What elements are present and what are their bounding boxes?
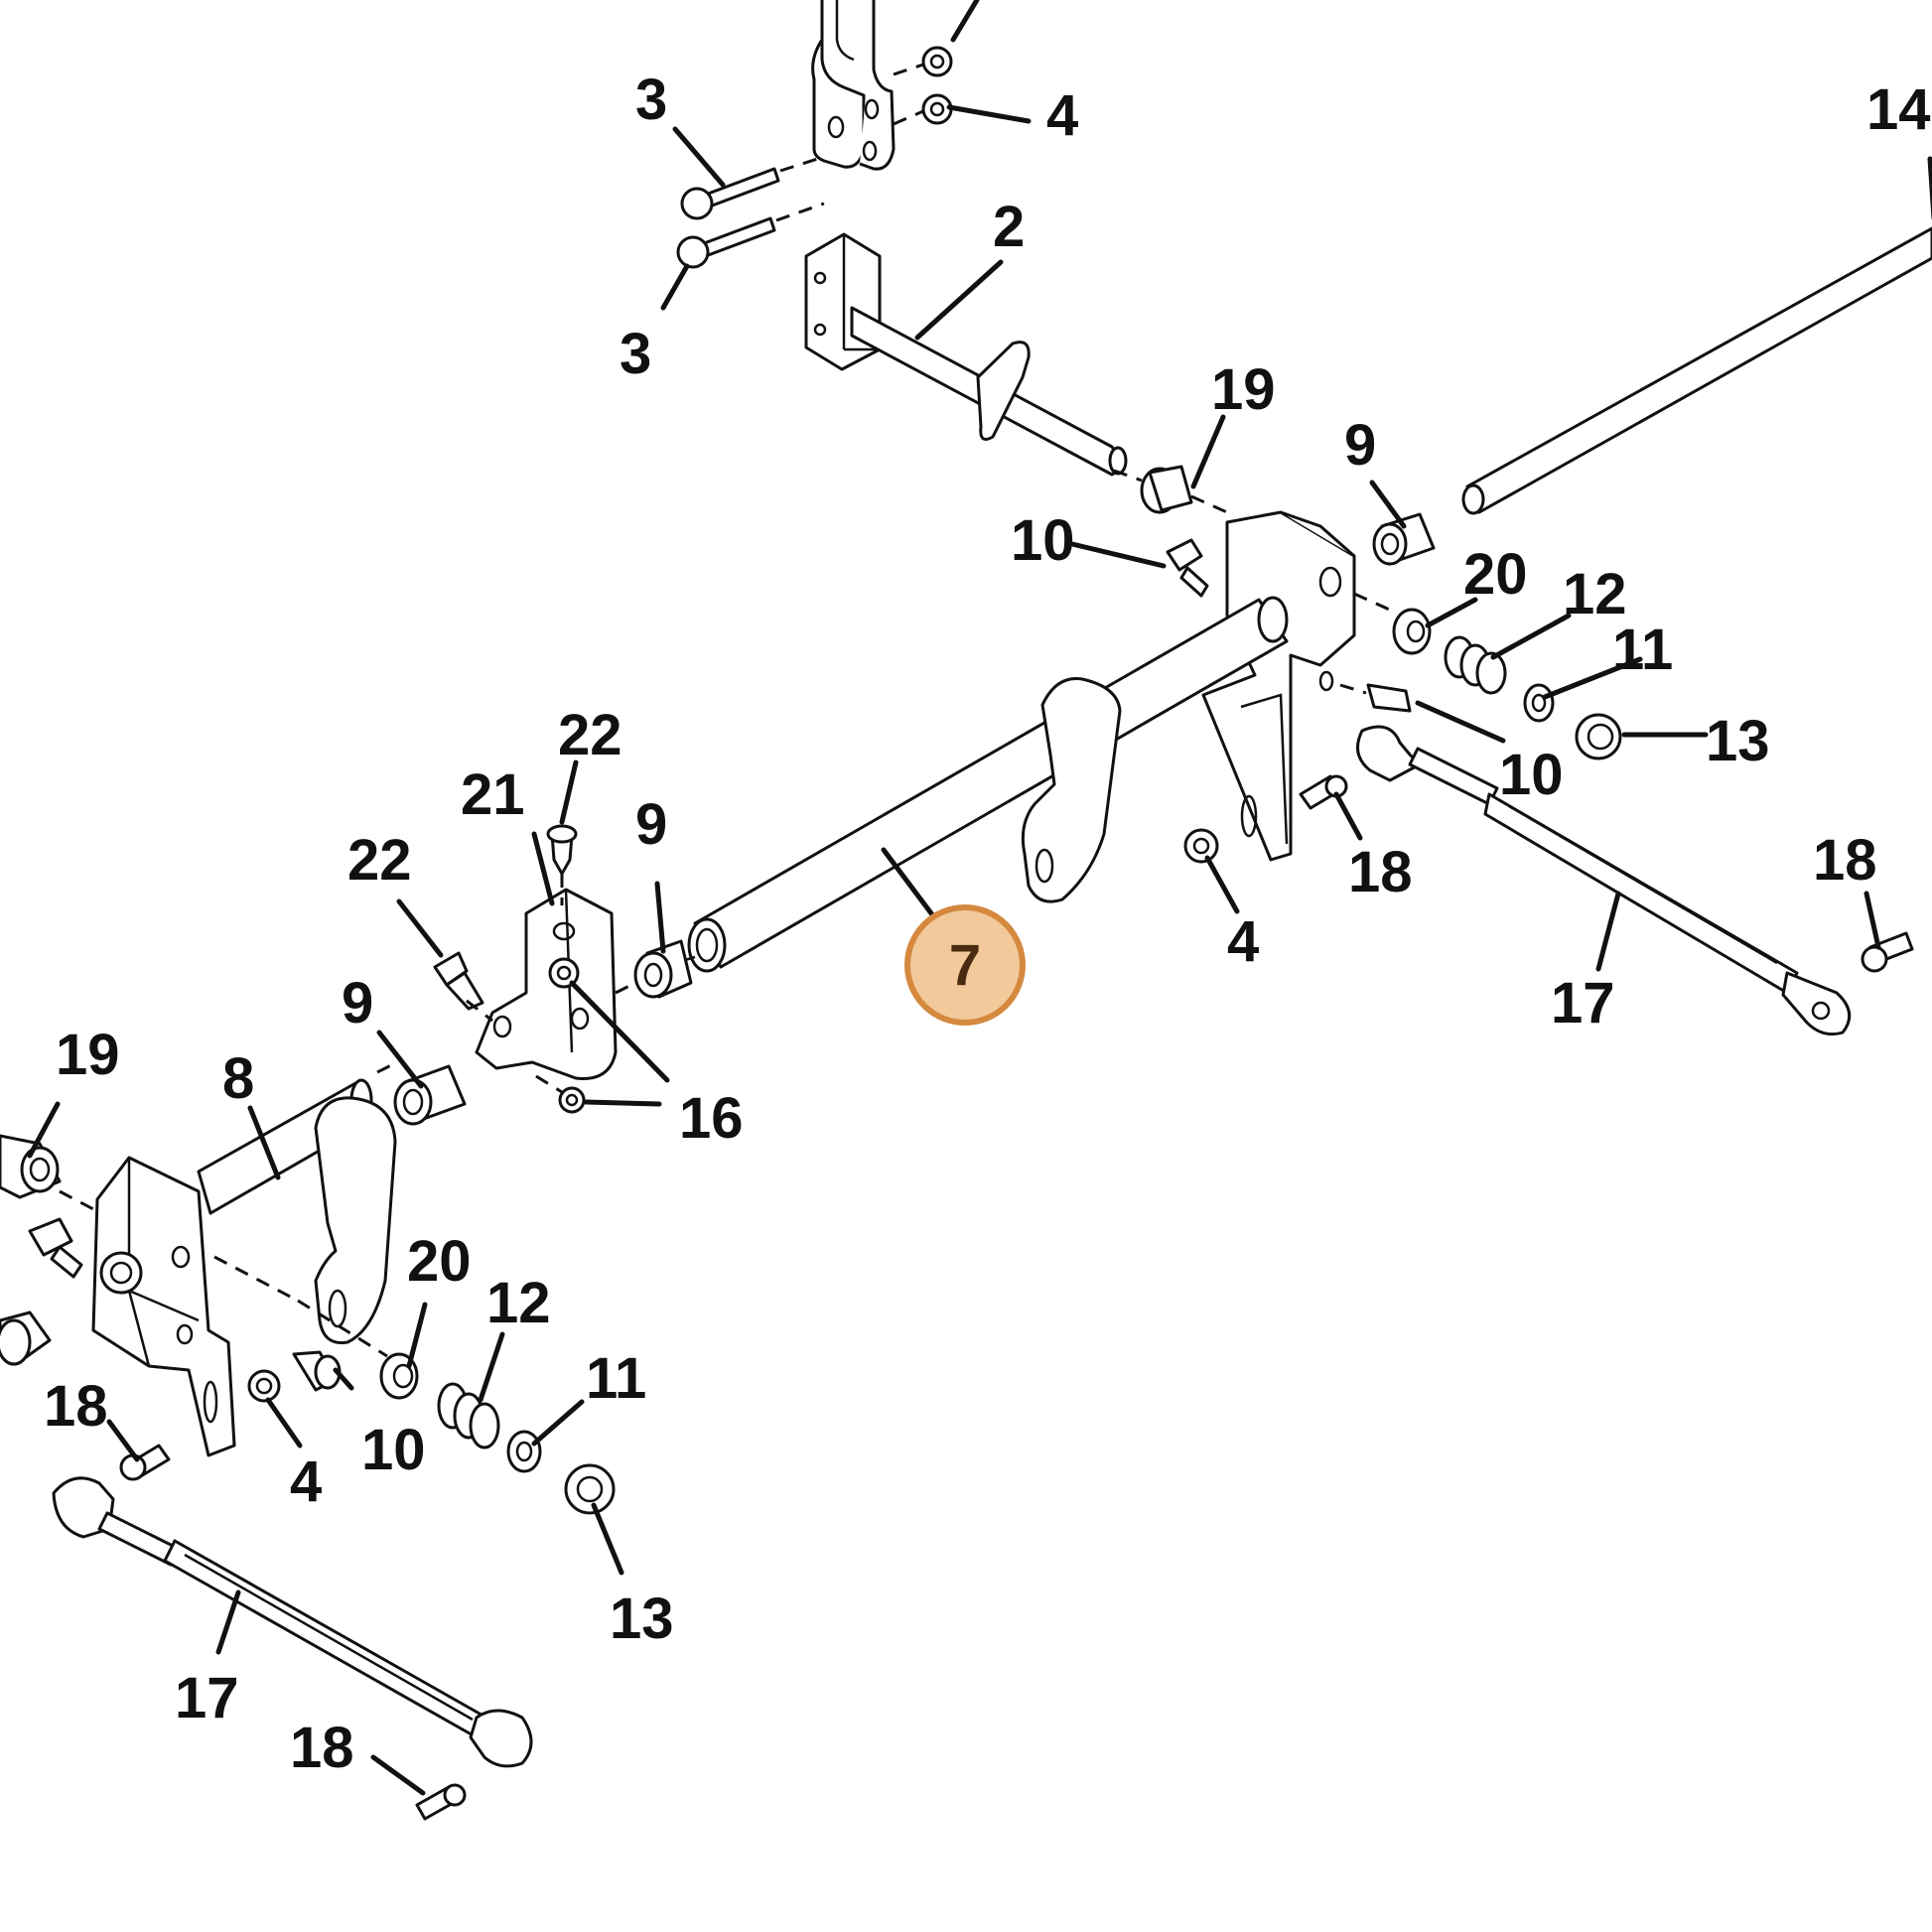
callout-label: 20 (1463, 542, 1528, 607)
right-spring-stack (1339, 592, 1622, 760)
callout-label: 20 (407, 1229, 472, 1294)
callout-label: 18 (1348, 840, 1413, 904)
callout-label: 11 (1612, 618, 1673, 682)
right-gas-strut (1183, 725, 1914, 1036)
callout-label: 13 (610, 1587, 674, 1651)
callout-label: 9 (342, 971, 373, 1035)
callout-label: 10 (361, 1418, 426, 1482)
callout-label: 3 (620, 322, 651, 386)
leader-lines (27, 0, 1932, 1796)
callout-label: 9 (635, 792, 667, 857)
callout-label: 4 (290, 1449, 322, 1514)
callout-label: 11 (586, 1346, 646, 1411)
left-spring-stack (292, 1350, 616, 1515)
left-gas-strut (52, 1444, 533, 1821)
callout-label: 22 (347, 828, 412, 893)
main-cross-tube (674, 596, 1289, 973)
callout-label: 18 (1813, 828, 1877, 893)
callout-label: 14 (1866, 77, 1931, 142)
callout-label: 17 (175, 1666, 239, 1730)
highlighted-label[interactable]: 7 (949, 933, 981, 998)
callout-label: 3 (635, 68, 667, 132)
callout-label: 18 (290, 1716, 354, 1780)
highlighted-callout[interactable]: 7 (904, 904, 1026, 1026)
callout-label: 4 (1046, 83, 1078, 148)
callout-label: 21 (461, 762, 525, 827)
callout-label: 19 (1211, 357, 1276, 422)
middle-bracket-assembly (433, 824, 693, 1114)
callout-label: 10 (1499, 743, 1564, 807)
callout-label: 22 (558, 703, 622, 767)
upper-shaft (804, 232, 1128, 477)
callout-label: 8 (222, 1046, 254, 1111)
callout-labels: 2 3 3 4 4 4 8 9 9 9 10 10 10 11 11 12 12… (44, 68, 1931, 1780)
highlight-circle[interactable] (904, 904, 1026, 1026)
callout-label: 9 (1344, 413, 1376, 478)
upper-link-assembly (676, 0, 953, 269)
callout-label: 13 (1706, 709, 1770, 773)
callout-label: 12 (1563, 562, 1627, 626)
callout-label: 17 (1551, 971, 1615, 1035)
callout-label: 2 (993, 195, 1025, 259)
callout-label: 16 (679, 1086, 744, 1151)
callout-label: 12 (486, 1271, 551, 1335)
long-rod (1461, 226, 1932, 515)
right-bracket-assembly (1113, 465, 1436, 862)
left-shaft-assembly (0, 1060, 467, 1457)
callout-label: 4 (1227, 909, 1259, 974)
callout-label: 10 (1011, 508, 1075, 573)
callout-label: 18 (44, 1374, 108, 1439)
callout-label: 19 (56, 1023, 120, 1087)
